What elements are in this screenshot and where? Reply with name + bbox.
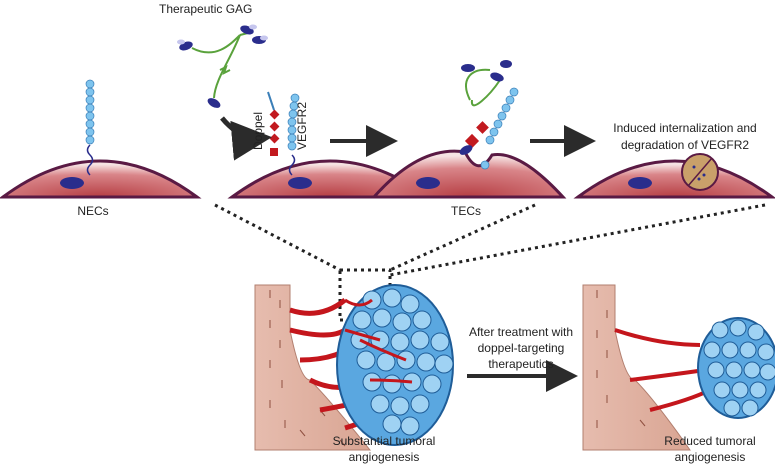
nucleus-icon: [416, 177, 440, 189]
vessel-right: [582, 284, 711, 451]
tumor-mass-large: [336, 284, 454, 446]
tumor-mass-small: [697, 317, 775, 419]
zoom-lines: [214, 203, 766, 322]
binding-arrow: [220, 116, 272, 161]
doppel-label: Doppel: [251, 112, 265, 150]
treatment-label-line1: After treatment with: [469, 325, 573, 339]
vegfr2-label: VEGFR2: [295, 102, 309, 150]
substantial-label-line2: angiogenesis: [349, 450, 420, 464]
treatment-label-line2: doppel-targeting: [478, 341, 565, 355]
nucleus-icon: [60, 177, 84, 189]
therapeutic-gag-label: Therapeutic GAG: [159, 2, 252, 16]
treatment-label-line3: therapeutics: [488, 357, 553, 371]
tec-cell: [370, 149, 567, 199]
tecs-label: TECs: [451, 204, 481, 218]
internalization-label-line2: degradation of VEGFR2: [621, 138, 749, 152]
nucleus-icon: [628, 177, 652, 189]
substantial-label-line1: Substantial tumoral: [333, 434, 436, 448]
vegfr2-receptor: [287, 93, 300, 176]
nec-cell: [0, 159, 202, 199]
vegfr2-receptor-nec: [85, 79, 95, 176]
necs-label: NECs: [77, 204, 108, 218]
reduced-label-line2: angiogenesis: [675, 450, 746, 464]
therapeutic-gag-molecule: [177, 24, 268, 108]
nucleus-icon: [288, 177, 312, 189]
reduced-label-line1: Reduced tumoral: [664, 434, 755, 448]
internalization-label-line1: Induced internalization and: [613, 121, 756, 135]
internalizing-cell: [573, 153, 775, 199]
doppel-protein: [267, 91, 280, 156]
gag-doppel-vegfr2-complex: [459, 60, 519, 170]
